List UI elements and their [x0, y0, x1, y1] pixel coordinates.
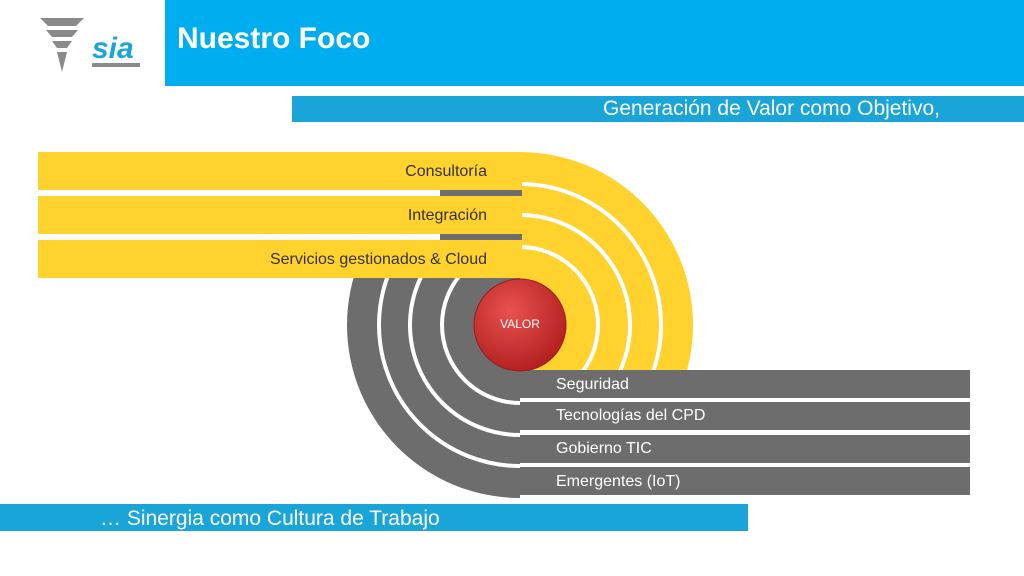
band-integracion: [38, 196, 522, 234]
band-label-consultoria: Consultoría: [405, 163, 487, 180]
valor-circle: [473, 278, 567, 372]
band-label-integracion: Integración: [407, 207, 487, 224]
logo-text: sia: [92, 32, 134, 65]
footer-text: … Sinergia como Cultura de Trabajo: [100, 507, 440, 530]
band-cpd: [520, 402, 970, 430]
band-label-servicios: Servicios gestionados & Cloud: [269, 251, 487, 268]
band-label-seguridad: Seguridad: [556, 376, 629, 393]
band-emergentes: [520, 467, 970, 495]
subtitle-bar: Generación de Valor como Objetivo,: [292, 96, 1024, 122]
band-consultoria: [38, 152, 522, 190]
title-bar: Nuestro Foco: [165, 0, 1024, 86]
subtitle-text: Generación de Valor como Objetivo,: [603, 97, 940, 120]
sia-logo: sia: [40, 18, 140, 72]
band-label-gobierno: Gobierno TIC: [556, 440, 652, 457]
footer-bar: … Sinergia como Cultura de Trabajo: [0, 504, 748, 531]
band-gobierno: [520, 435, 970, 463]
band-servicios: [38, 240, 522, 278]
band-label-emergentes: Emergentes (IoT): [556, 473, 681, 490]
band-label-cpd: Tecnologías del CPD: [556, 407, 706, 424]
page-title: Nuestro Foco: [177, 22, 371, 55]
valor-label: VALOR: [500, 317, 540, 331]
band-seguridad: [520, 370, 970, 398]
